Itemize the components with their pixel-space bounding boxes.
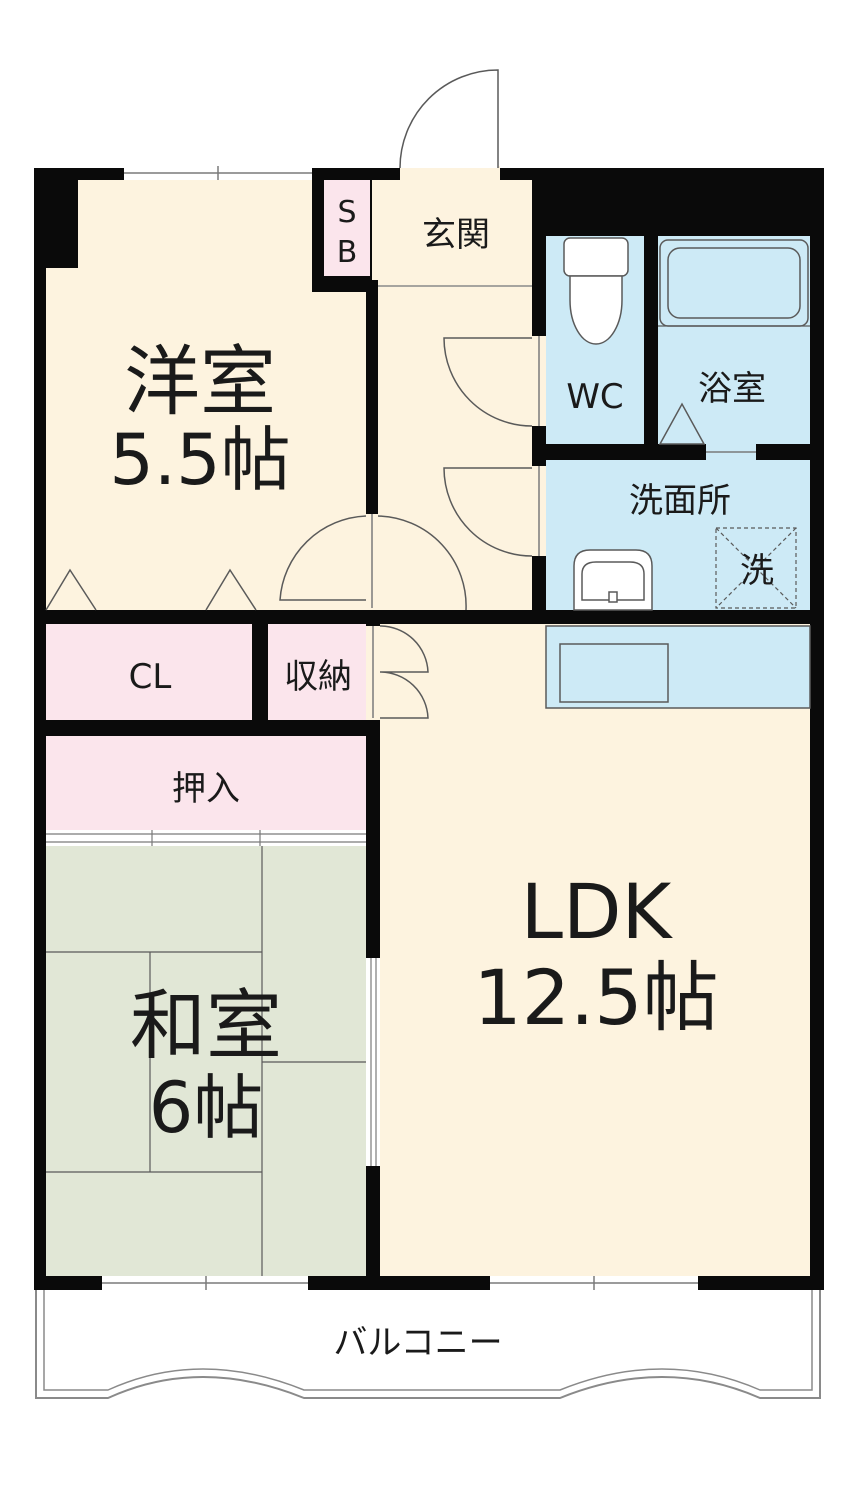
western-room-lower: [312, 292, 366, 610]
western-room-size: 5.5帖: [109, 419, 290, 501]
oshiire-label: 押入: [172, 769, 240, 809]
shoebox-area: [324, 180, 370, 276]
kitchen-sink: [559, 643, 669, 703]
ldk-size: 12.5帖: [473, 953, 718, 1042]
washroom-label: 洗面所: [629, 481, 731, 521]
western-corner-pillar: [46, 180, 78, 268]
wc-door-swing: [443, 337, 533, 427]
bath-door-fold: [658, 402, 706, 445]
hall-door-swing: [377, 515, 467, 611]
western-room-area-2: [46, 180, 312, 610]
washer-label: 洗: [740, 551, 774, 591]
wall-shoebox-bottom: [312, 280, 378, 292]
bathtub-icon: [659, 239, 809, 327]
washer-spot-icon: [715, 527, 797, 609]
shoebox-label-b: B: [337, 235, 358, 270]
closet-fold-doors: [45, 568, 257, 611]
wall-shoebox-left: [312, 180, 324, 292]
wall-wet-middle: [546, 444, 810, 460]
entrance-label: 玄関: [422, 215, 490, 255]
japanese-sliding-door: [366, 958, 380, 1166]
wash-basin-icon: [573, 549, 653, 611]
japanese-room-size: 6帖: [149, 1067, 264, 1149]
japanese-room-name: 和室: [130, 981, 282, 1070]
wall-closet-storage: [252, 624, 268, 720]
balcony-label: バルコニー: [333, 1323, 502, 1363]
storage-area: [268, 624, 366, 720]
wall-mid-horizontal: [34, 610, 824, 624]
washroom-door-swing: [443, 467, 533, 557]
hallway-lower: [378, 290, 532, 610]
western-room-name: 洋室: [124, 337, 276, 426]
oshiire-door-track: [46, 830, 366, 846]
western-door-swing: [279, 515, 367, 601]
entrance-door-swing: [399, 69, 499, 169]
wc-label: WC: [566, 377, 623, 417]
wall-wet-top: [546, 180, 810, 236]
japanese-room-area: [46, 846, 366, 1276]
kitchen-counter: [545, 625, 811, 709]
closet-area: [46, 624, 252, 720]
storage-label: 収納: [284, 657, 352, 697]
entrance-door-gap: [400, 166, 500, 180]
wall-wc-bath: [644, 236, 658, 444]
closet-label: CL: [129, 657, 172, 697]
toilet-icon: [563, 237, 629, 345]
balcony-inner-line: [43, 1290, 813, 1391]
shoebox-label-s: S: [337, 195, 356, 230]
storage-door-swing: [379, 625, 429, 719]
bath-label: 浴室: [698, 369, 766, 409]
ldk-area: [380, 624, 810, 1276]
ldk-name: LDK: [521, 867, 674, 956]
tatami-lines: [46, 846, 366, 1276]
wall-oshiire-top: [34, 720, 380, 736]
oshiire-area: [46, 736, 366, 834]
